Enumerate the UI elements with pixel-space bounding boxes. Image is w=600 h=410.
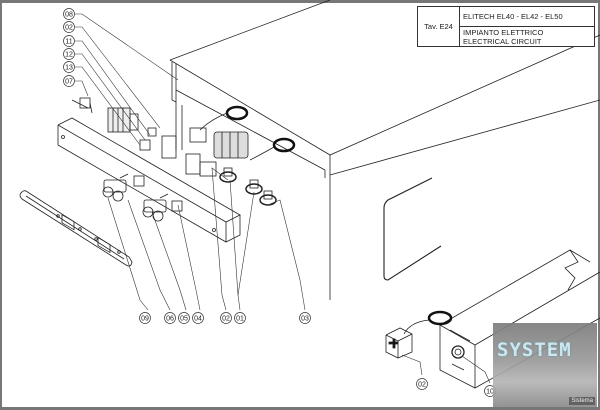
callout-05: 05 [178,312,190,324]
drawing-frame-right [598,0,600,410]
svg-text:05: 05 [180,316,188,323]
relay [147,127,157,137]
mounting-plate-2 [185,153,201,175]
cable-3 [403,319,430,335]
callout-01: 01 [234,312,246,324]
svg-text:01: 01 [236,316,244,323]
drawing-frame-left [0,0,2,410]
callout-02-top: 02 [63,21,75,33]
svg-text:04: 04 [194,316,202,323]
svg-text:06: 06 [166,316,174,323]
callout-11: 11 [63,35,75,47]
svg-text:12: 12 [65,52,73,59]
callout-02-bottom: 02 [220,312,232,324]
terminal-board [213,131,249,159]
svg-text:13: 13 [65,65,73,72]
terminal-block [189,127,207,143]
callout-04: 04 [192,312,204,324]
contactor [107,107,139,133]
svg-text:08: 08 [65,12,73,19]
watermark-text: SYSTEM [497,339,572,361]
heater-terminal-3 [259,190,277,206]
svg-text:09: 09 [141,316,149,323]
control-panel-box [57,117,241,243]
switch-group-left [102,173,145,202]
drawing-frame-top [0,0,600,3]
svg-text:03: 03 [301,316,309,323]
title-block: Tav. E24 ELITECH EL40 - EL42 - EL50 IMPI… [417,6,595,47]
description: IMPIANTO ELETTRICO ELECTRICAL CIRCUIT [460,27,594,47]
mounting-plate-1 [161,135,177,159]
heater-terminal-1 [219,167,237,183]
svg-text:02: 02 [65,25,73,32]
description-italian: IMPIANTO ELETTRICO [463,28,544,37]
power-box [385,327,413,359]
door-window [383,177,442,281]
svg-text:02: 02 [222,316,230,323]
cable-coil-3 [427,310,453,326]
svg-text:07: 07 [65,79,73,86]
svg-text:11: 11 [65,39,72,46]
callout-12: 12 [63,48,75,60]
switch-box [199,161,217,177]
switch-group-right [142,193,183,222]
callout-13: 13 [63,61,75,73]
callout-03: 03 [299,312,311,324]
fuse-holder [139,139,151,151]
table-code: Tav. E24 [418,7,460,46]
cable-coil-1 [225,105,249,121]
leader-lines [75,13,491,384]
drawing-frame-bottom [0,407,600,410]
thermostat [71,97,93,114]
cable-coil-2 [272,137,296,153]
cable-2 [249,146,275,161]
callout-02-right: 02 [416,378,428,390]
callout-06: 06 [164,312,176,324]
callout-07: 07 [63,75,75,87]
callout-08: 08 [63,8,75,20]
svg-text:02: 02 [418,382,426,389]
cable-1 [199,112,228,131]
front-panel-plate [19,190,133,267]
watermark-sub: Sistema [569,397,595,405]
model-line: ELITECH EL40 - EL42 - EL50 [460,7,594,27]
watermark-logo: SYSTEM Sistema [493,323,597,407]
heater-terminal-2 [245,179,263,195]
callout-09: 09 [139,312,151,324]
description-english: ELECTRICAL CIRCUIT [463,37,542,46]
svg-text:10: 10 [486,389,494,396]
